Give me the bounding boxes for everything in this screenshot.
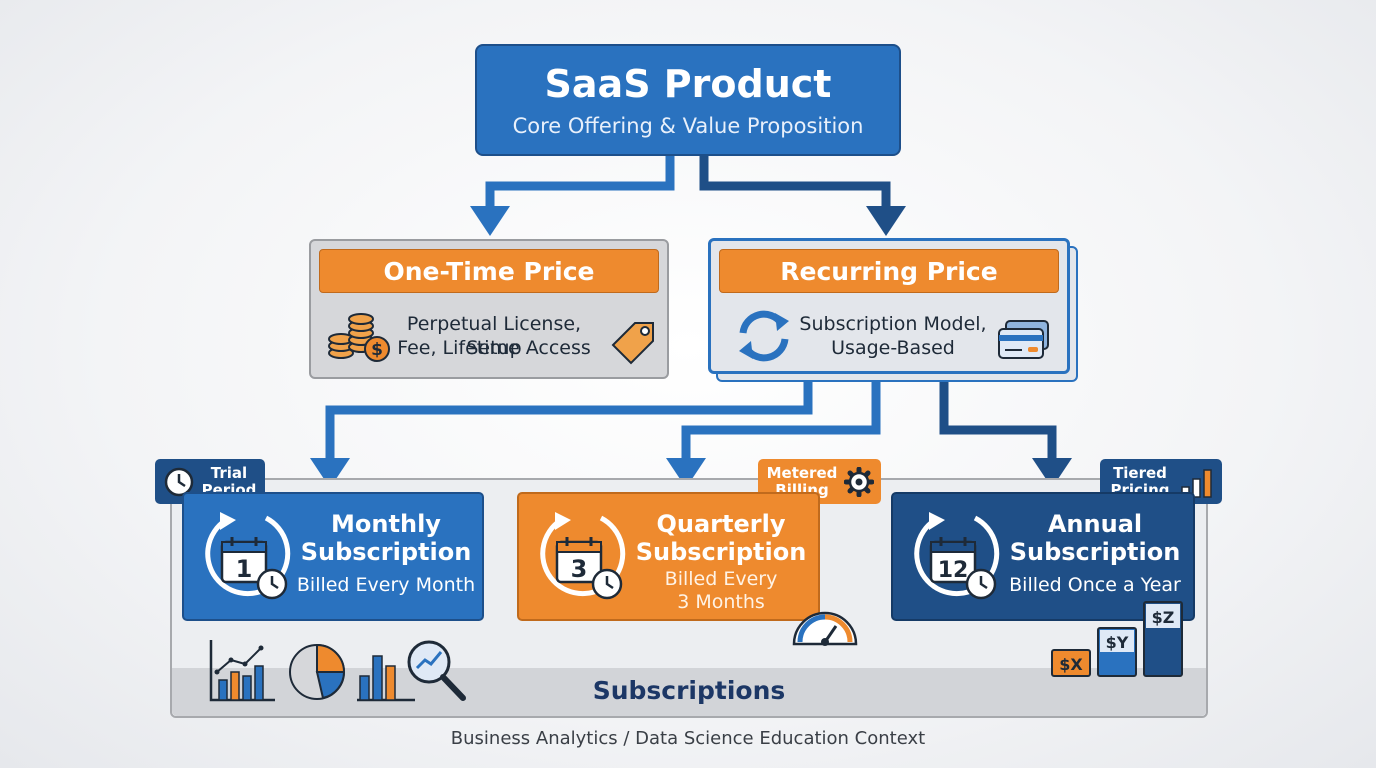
arrowhead-recurring (866, 206, 906, 236)
bar-chart-icon (209, 640, 275, 702)
tier-y-label: $Y (1106, 633, 1129, 652)
arrow-to-monthly (325, 382, 813, 462)
calendar-cycle-icon: 1 (205, 512, 291, 600)
tier-z-label: $Z (1152, 608, 1175, 627)
saas-product-box: SaaS Product Core Offering & Value Propo… (475, 44, 901, 156)
arrowhead-monthly (310, 458, 350, 488)
price-tag-icon (611, 322, 654, 365)
line-chart-icon (357, 655, 415, 702)
clock-icon (164, 467, 194, 497)
arrow-to-recurring (699, 156, 891, 210)
monthly-billing: Billed Every Month (296, 574, 476, 596)
monthly-subscription-box: 1 Monthly Subscription Billed Every Mont… (182, 492, 484, 621)
gauge-icon (792, 611, 858, 646)
refresh-cycle-icon (739, 310, 789, 362)
monthly-calendar-number: 1 (236, 555, 253, 583)
product-subtitle: Core Offering & Value Proposition (512, 114, 864, 138)
metered-line1: Metered (766, 464, 838, 482)
svg-text:$: $ (371, 340, 383, 360)
subscriptions-label: Subscriptions (592, 676, 786, 705)
credit-card-icon (998, 320, 1049, 359)
gear-icon (844, 467, 874, 497)
arrow-to-one-time (485, 156, 675, 210)
calendar-cycle-icon: 3 (540, 512, 626, 600)
monthly-title2: Subscription (300, 538, 472, 566)
coins-dollar-icon: $ (328, 313, 390, 362)
recurring-desc-line2: Usage-Based (831, 337, 955, 359)
quarterly-billing1: Billed Every (664, 568, 778, 590)
one-time-desc-line1: Perpetual License, Setup (406, 313, 582, 359)
recurring-price-title: Recurring Price (719, 249, 1059, 293)
caption: Business Analytics / Data Science Educat… (450, 728, 926, 749)
annual-billing: Billed Once a Year (1009, 574, 1181, 596)
tiered-line1: Tiered (1113, 464, 1167, 482)
magnifier-chart-icon (407, 640, 466, 701)
monthly-title1: Monthly (331, 510, 441, 538)
one-time-price-title: One-Time Price (319, 249, 659, 293)
annual-subscription-box: 12 Annual Subscription Billed Once a Yea… (891, 492, 1195, 621)
product-title: SaaS Product (544, 62, 832, 106)
tier-x-label: $X (1059, 655, 1083, 674)
quarterly-title2: Subscription (635, 538, 807, 566)
annual-title1: Annual (1047, 510, 1143, 538)
metered-billing-tag: Metered Billing (758, 459, 881, 504)
arrowhead-quarterly (666, 458, 706, 488)
tier-price-blocks: $X $Y $Z (1051, 601, 1183, 677)
arrow-to-quarterly (681, 382, 881, 462)
quarterly-title1: Quarterly (656, 510, 786, 538)
annual-title2: Subscription (1009, 538, 1181, 566)
one-time-desc-line2: Fee, Lifetime Access (397, 337, 591, 359)
arrowhead-one-time (470, 206, 510, 236)
quarterly-subscription-box: 3 Quarterly Subscription Billed Every 3 … (517, 492, 820, 621)
recurring-desc-line1: Subscription Model, (799, 313, 987, 335)
quarterly-billing2: 3 Months (677, 591, 765, 613)
quarterly-calendar-number: 3 (571, 555, 588, 583)
trial-line1: Trial (210, 464, 248, 482)
arrowhead-annual (1032, 458, 1072, 488)
analytics-icons (209, 640, 466, 702)
recurring-price-card: Recurring Price Subscription Model, Usag… (708, 238, 1070, 374)
arrow-to-annual (939, 382, 1057, 462)
pie-chart-icon (289, 643, 346, 700)
calendar-cycle-icon: 12 (914, 512, 1000, 600)
annual-calendar-number: 12 (938, 558, 969, 583)
one-time-price-card: One-Time Price $ Perpetual License, Setu… (309, 239, 669, 379)
